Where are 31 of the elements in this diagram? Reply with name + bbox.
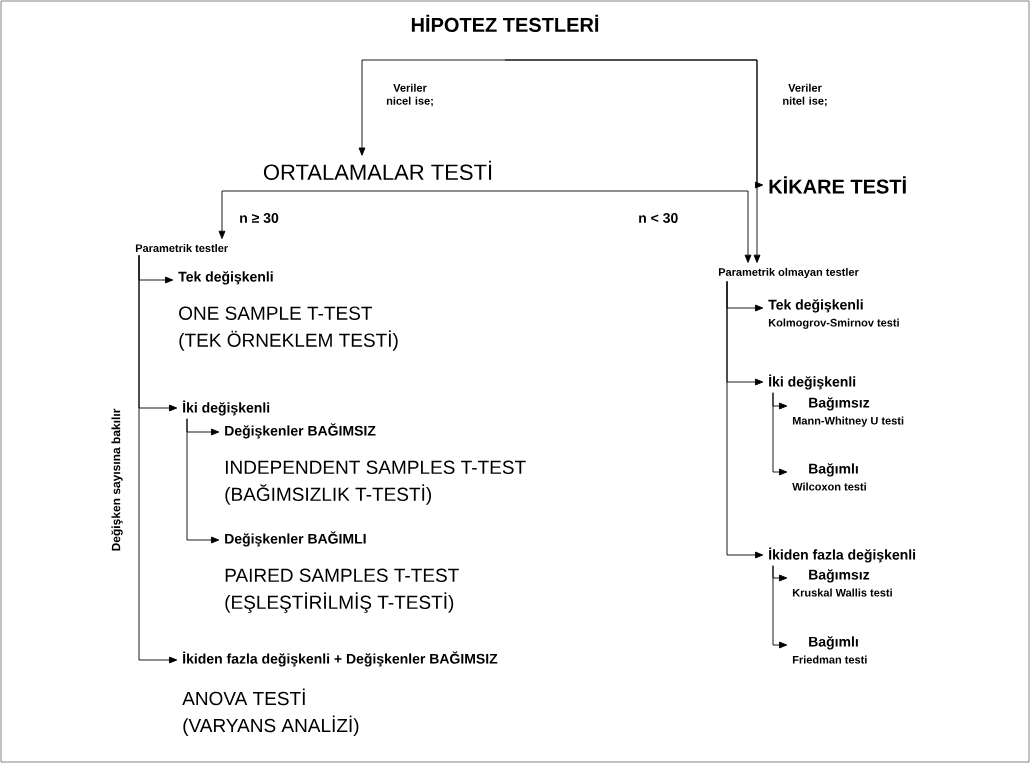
test-item: Tek değişkenli ONE SAMPLE T-TEST (TEK ÖRNEKLEM TESTİ) xyxy=(178,271,398,351)
arrow xyxy=(186,418,220,544)
edge-label: Veriler nitel ise; xyxy=(783,83,827,107)
arrow xyxy=(358,59,506,156)
branch-heading: KİKARE TESTİ xyxy=(769,176,906,194)
arrow xyxy=(772,565,788,649)
arrow xyxy=(726,280,764,559)
edge-label: Veriler nicel ise; xyxy=(386,83,433,107)
arrow xyxy=(504,59,761,263)
bracket-label: Değişken sayısına bakılır xyxy=(111,408,123,551)
heading: HİPOTEZ TESTLERİ xyxy=(411,14,599,32)
option-label: İkiden fazla değişkenli xyxy=(769,547,916,563)
edge-label: n ≥ 30 xyxy=(240,213,279,223)
arrow xyxy=(138,254,178,664)
test-item: Tek değişkenli Kolmogrov-Smirnov testi xyxy=(768,299,899,329)
test-item: Bağımlı Wilcoxon testi xyxy=(792,463,866,491)
test-item: Bağımsız Kruskal Wallis testi xyxy=(792,569,892,597)
test-item: Bağımsız Mann-Whitney U testi xyxy=(792,397,904,427)
edge-label: n < 30 xyxy=(639,213,678,223)
test-item: İkiden fazla değişkenli + Değişkenler BAĞIMSIZ ANOVA TESTİ (VARYANS ANALİZİ) xyxy=(182,651,498,736)
option-label: İki değişkenli xyxy=(769,374,856,390)
test-item: Değişkenler BAĞIMSIZ INDEPENDENT SAMPLES T-TEST (BAĞIMSIZLIK T-TESTİ) xyxy=(225,423,526,505)
test-item: Değişkenler BAĞIMLI PAIRED SAMPLES T-TEST (EŞLEŞTİRİLMİŞ T-TESTİ) xyxy=(225,531,459,613)
arrow xyxy=(772,392,788,476)
branch-heading: ORTALAMALAR TESTİ xyxy=(263,160,492,180)
option-label: İki değişkenli xyxy=(183,400,270,416)
group-label: Parametrik testler xyxy=(135,243,228,253)
arrow xyxy=(218,190,379,239)
group-label: Parametrik olmayan testler xyxy=(718,267,859,279)
arrow xyxy=(377,190,752,263)
test-item: Bağımlı Friedman testi xyxy=(792,636,867,664)
